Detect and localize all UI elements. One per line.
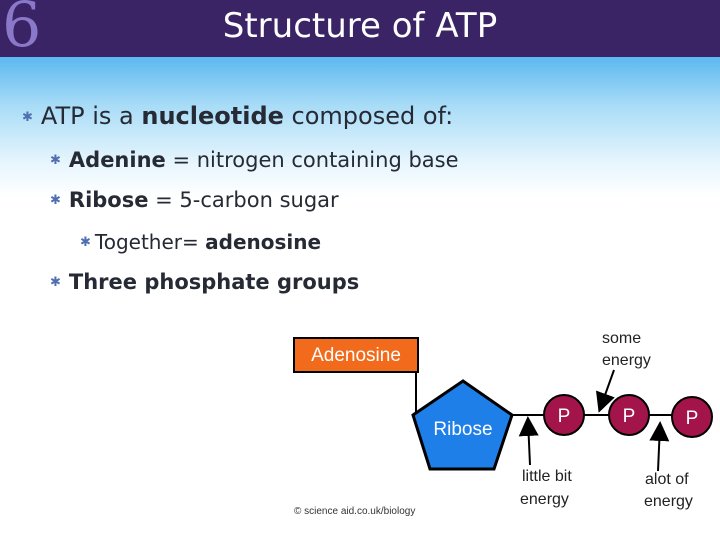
arrow-some-energy	[595, 369, 615, 413]
phosphate-1	[543, 394, 585, 436]
some-energy-line1: some	[602, 330, 641, 347]
some-energy-line2: energy	[602, 352, 651, 369]
phosphate-label: P	[686, 408, 699, 429]
phosphate-3	[671, 396, 713, 438]
bullet-bold: Adenine	[68, 148, 166, 172]
ribose-pentagon	[411, 379, 514, 471]
bullet-star-icon: ✱	[22, 110, 33, 125]
bullet-text: Together=	[94, 230, 206, 254]
atp-diagram: Adenosine Ribose P P P some energy littl…	[293, 330, 713, 517]
bullet-bold: Ribose	[68, 188, 149, 212]
bullet-bold: Three phosphate groups	[68, 270, 360, 294]
phosphate-2	[608, 394, 650, 436]
bullet-star-icon: ✱	[80, 235, 91, 250]
bullet-star-icon: ✱	[50, 153, 61, 168]
image-credit: © science aid.co.uk/biology	[294, 506, 415, 517]
bullet-text: ATP is a	[40, 102, 142, 130]
bullet-star-icon: ✱	[50, 275, 61, 290]
bullet-bold: nucleotide	[141, 102, 284, 130]
little-bit-line1: little bit	[522, 468, 572, 485]
ribose-label: Ribose	[433, 419, 492, 440]
bullet-level3-together: ✱Together= adenosine	[80, 230, 321, 254]
bullet-text: = nitrogen containing base	[165, 148, 459, 172]
title-bar: 6 Structure of ATP	[0, 0, 720, 57]
banner-gradient	[0, 57, 720, 197]
slide-title: Structure of ATP	[222, 6, 498, 46]
bullet-level1: ✱ ATP is a nucleotide composed of:	[22, 102, 453, 130]
arrow-alot	[649, 421, 670, 472]
bullet-bold: adenosine	[205, 230, 322, 254]
bullet-level2-ribose: ✱ Ribose = 5-carbon sugar	[50, 188, 339, 212]
bullet-star-icon: ✱	[50, 193, 61, 208]
alot-line1: alot of	[645, 471, 689, 488]
bullet-text: composed of:	[283, 102, 454, 130]
adenosine-box	[293, 337, 419, 373]
bullet-level2-phosphates: ✱ Three phosphate groups	[50, 270, 359, 294]
phosphate-label: P	[623, 406, 636, 427]
bullet-level2-adenine: ✱ Adenine = nitrogen containing base	[50, 148, 459, 172]
arrow-little-bit	[518, 416, 539, 466]
adenosine-label: Adenosine	[311, 345, 401, 366]
little-bit-line2: energy	[520, 491, 569, 508]
bullet-text: = 5-carbon sugar	[148, 188, 339, 212]
slide-number: 6	[2, 0, 42, 61]
alot-line2: energy	[644, 493, 693, 510]
phosphate-label: P	[558, 406, 571, 427]
